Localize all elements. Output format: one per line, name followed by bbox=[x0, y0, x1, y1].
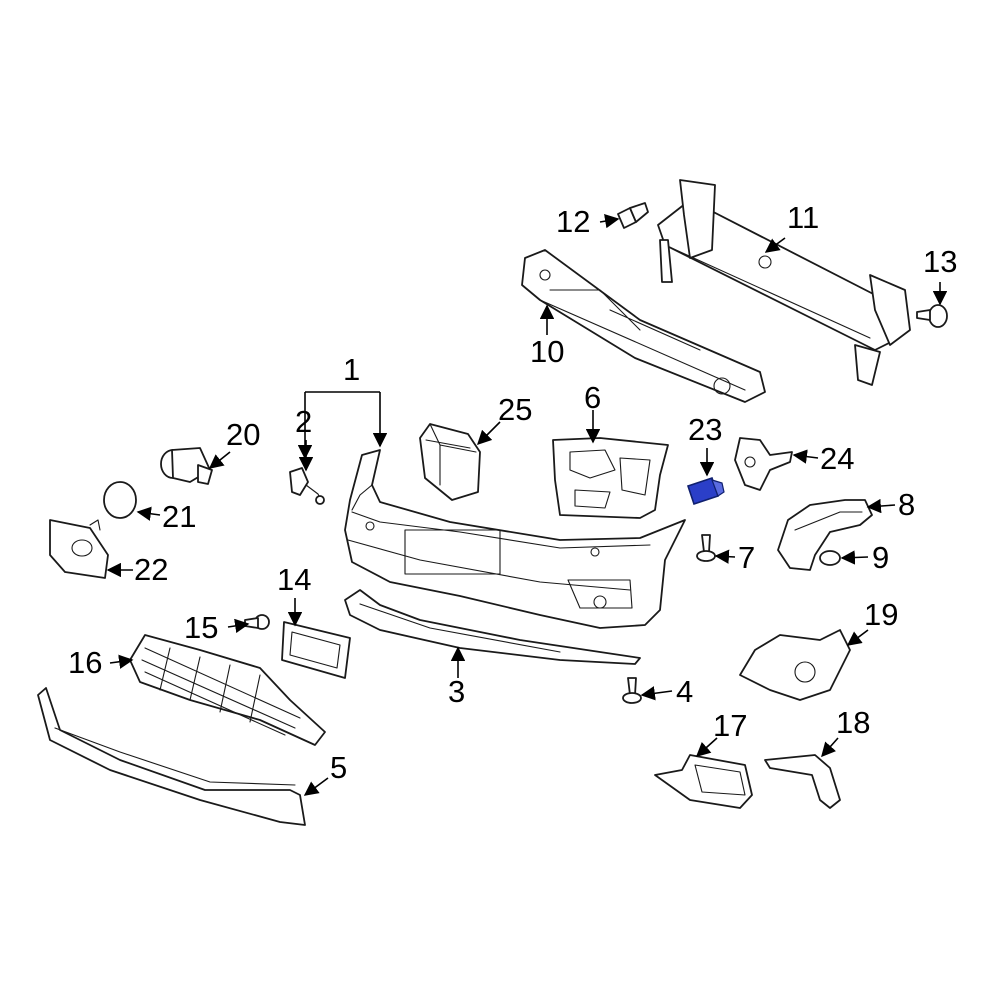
part-25-radar-sensor[interactable] bbox=[419, 423, 481, 501]
callout-5: 5 bbox=[330, 750, 347, 785]
part-7-screw[interactable] bbox=[696, 534, 716, 562]
callout-8: 8 bbox=[898, 487, 915, 522]
callout-11: 11 bbox=[787, 200, 819, 235]
part-14-license-bracket[interactable] bbox=[281, 621, 351, 679]
callout-labels: 1 2 3 4 5 6 7 8 9 10 11 12 13 14 15 16 1… bbox=[68, 200, 957, 785]
callout-25: 25 bbox=[498, 392, 532, 427]
part-20-parking-sensor[interactable] bbox=[160, 447, 213, 485]
part-16-lower-grille[interactable] bbox=[129, 634, 326, 746]
part-5-spoiler[interactable] bbox=[37, 687, 306, 826]
part-11-reinforcement-bar[interactable] bbox=[657, 179, 911, 386]
callout-21: 21 bbox=[162, 499, 196, 534]
callout-18: 18 bbox=[836, 705, 870, 740]
callout-13: 13 bbox=[923, 244, 957, 279]
part-9-grommet[interactable] bbox=[819, 550, 841, 566]
part-6-mounting-bracket[interactable] bbox=[552, 437, 669, 519]
callout-22: 22 bbox=[134, 552, 168, 587]
callout-19: 19 bbox=[864, 597, 898, 632]
part-17-fog-bezel[interactable] bbox=[654, 754, 753, 809]
callout-14: 14 bbox=[277, 562, 311, 597]
part-13-clip[interactable] bbox=[916, 304, 948, 328]
callout-3: 3 bbox=[448, 674, 465, 709]
callout-20: 20 bbox=[226, 417, 260, 452]
callout-15: 15 bbox=[184, 610, 218, 645]
part-15-fastener[interactable] bbox=[244, 614, 270, 630]
leader-lines bbox=[106, 214, 948, 796]
part-24-bracket[interactable] bbox=[734, 437, 793, 491]
callout-1: 1 bbox=[343, 352, 360, 387]
part-22-sensor-mount[interactable] bbox=[49, 519, 109, 579]
callout-17: 17 bbox=[713, 708, 747, 743]
part-18-trim-strip[interactable] bbox=[764, 754, 841, 809]
callout-10: 10 bbox=[530, 334, 564, 369]
callout-4: 4 bbox=[676, 674, 693, 709]
callout-16: 16 bbox=[68, 645, 102, 680]
callout-2: 2 bbox=[295, 404, 312, 439]
part-1-bumper-cover[interactable] bbox=[344, 449, 686, 629]
callout-23: 23 bbox=[688, 412, 722, 447]
callout-12: 12 bbox=[556, 204, 590, 239]
part-21-sensor-ring[interactable] bbox=[103, 481, 137, 519]
callout-9: 9 bbox=[872, 540, 889, 575]
part-4-screw[interactable] bbox=[622, 677, 642, 704]
callout-24: 24 bbox=[820, 441, 854, 476]
part-19-air-guide[interactable] bbox=[739, 629, 851, 701]
part-12-bolt[interactable] bbox=[617, 202, 649, 229]
part-10-energy-absorber[interactable] bbox=[521, 249, 766, 403]
part-8-side-guide[interactable] bbox=[777, 499, 873, 571]
part-23-sensor-highlighted[interactable] bbox=[686, 476, 725, 506]
part-2-clip[interactable] bbox=[289, 467, 325, 505]
callout-6: 6 bbox=[584, 380, 601, 415]
part-3-lower-trim[interactable] bbox=[344, 589, 641, 665]
callout-7: 7 bbox=[738, 540, 755, 575]
